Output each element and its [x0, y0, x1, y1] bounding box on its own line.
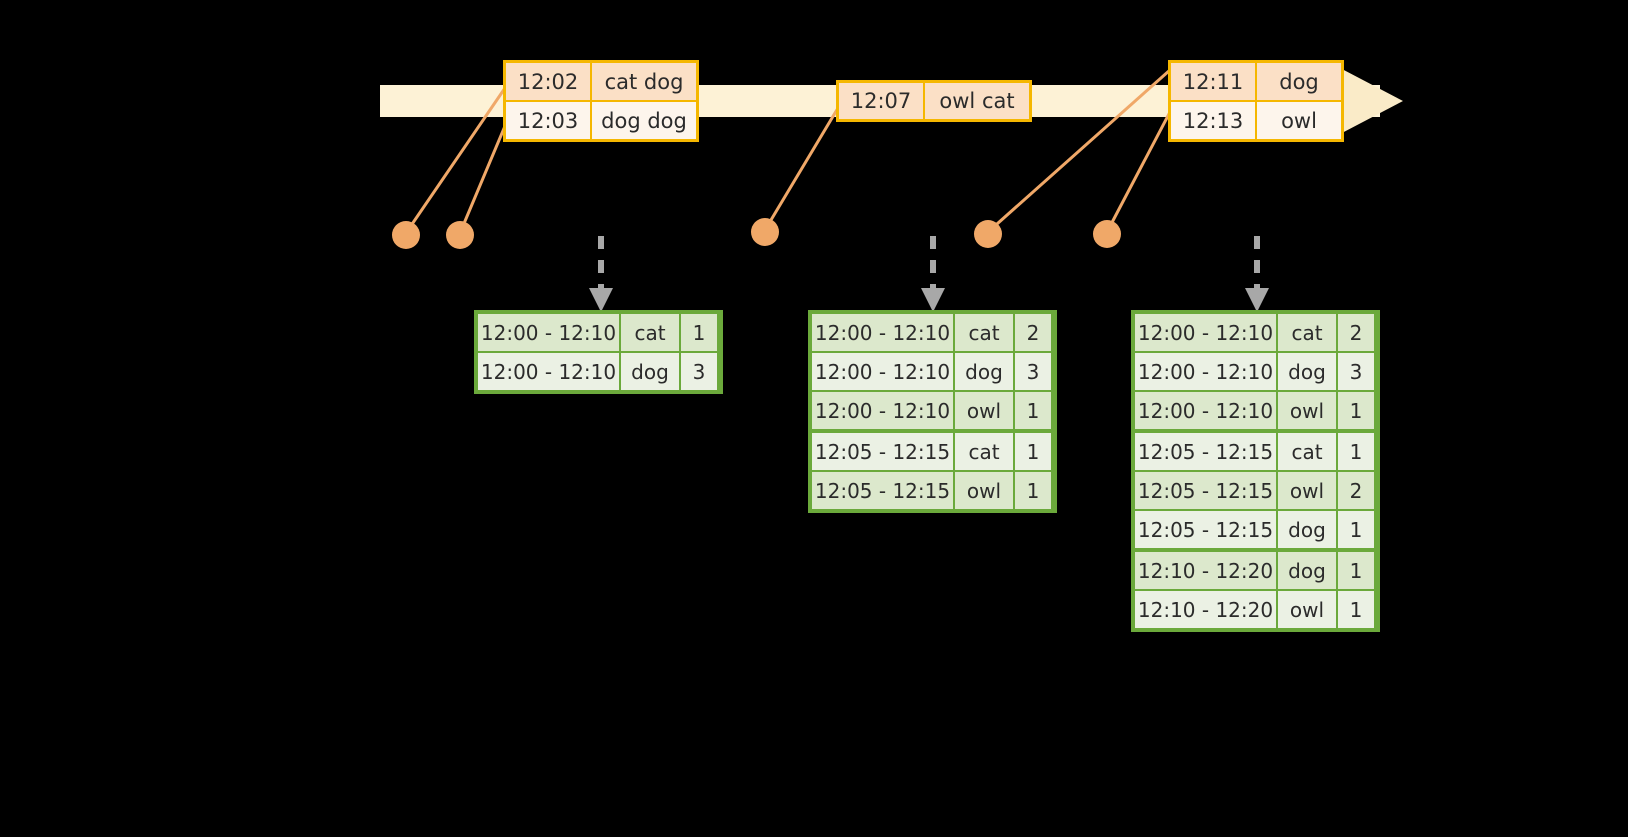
cell-window: 12:05 - 12:15 [812, 433, 955, 470]
cell-window: 12:05 - 12:15 [812, 472, 955, 509]
cell-window: 12:05 - 12:15 [1135, 433, 1278, 470]
table-row[interactable]: 12:05 - 12:15 owl 1 [812, 472, 1053, 509]
event-payload: owl [1257, 102, 1341, 139]
table-row[interactable]: 12:00 - 12:10 dog 3 [812, 353, 1053, 390]
cell-window: 12:00 - 12:10 [1135, 392, 1278, 429]
cell-count: 1 [681, 314, 717, 351]
cell-count: 2 [1338, 314, 1374, 351]
table-row[interactable]: 12:00 - 12:10 cat 2 [1135, 314, 1376, 351]
cell-key: cat [1278, 433, 1338, 470]
cell-count: 1 [1015, 392, 1051, 429]
cell-count: 3 [1338, 353, 1374, 390]
table-row[interactable]: 12:05 - 12:15 cat 1 [812, 433, 1053, 470]
table-row[interactable]: 12:05 - 12:15 cat 1 [1135, 433, 1376, 470]
cell-key: dog [1278, 552, 1338, 589]
event-row[interactable]: 12:11 dog [1171, 63, 1341, 100]
connector-dot [392, 221, 420, 249]
event-payload: dog [1257, 63, 1341, 100]
cell-key: owl [1278, 591, 1338, 628]
cell-window: 12:00 - 12:10 [478, 314, 621, 351]
event-row[interactable]: 12:02 cat dog [506, 63, 696, 100]
cell-count: 3 [681, 353, 717, 390]
cell-count: 1 [1338, 511, 1374, 548]
cell-key: cat [1278, 314, 1338, 351]
cell-window: 12:10 - 12:20 [1135, 552, 1278, 589]
cell-key: cat [621, 314, 681, 351]
event-time: 12:07 [839, 83, 925, 119]
table-row[interactable]: 12:00 - 12:10 dog 3 [478, 353, 719, 390]
event-group-1[interactable]: 12:02 cat dog 12:03 dog dog [503, 60, 699, 142]
table-row[interactable]: 12:00 - 12:10 cat 2 [812, 314, 1053, 351]
cell-window: 12:00 - 12:10 [1135, 314, 1278, 351]
event-time: 12:03 [506, 102, 592, 139]
table-row[interactable]: 12:10 - 12:20 owl 1 [1135, 591, 1376, 628]
connector-dot [1093, 220, 1121, 248]
cell-key: owl [955, 392, 1015, 429]
cell-key: owl [955, 472, 1015, 509]
table-row[interactable]: 12:05 - 12:15 dog 1 [1135, 511, 1376, 548]
cell-key: dog [955, 353, 1015, 390]
event-group-3[interactable]: 12:11 dog 12:13 owl [1168, 60, 1344, 142]
cell-window: 12:05 - 12:15 [1135, 472, 1278, 509]
table-row[interactable]: 12:00 - 12:10 dog 3 [1135, 353, 1376, 390]
cell-window: 12:00 - 12:10 [1135, 353, 1278, 390]
cell-key: cat [955, 433, 1015, 470]
cell-window: 12:10 - 12:20 [1135, 591, 1278, 628]
connector-dot [974, 220, 1002, 248]
event-time: 12:13 [1171, 102, 1257, 139]
table-row[interactable]: 12:00 - 12:10 owl 1 [1135, 392, 1376, 429]
result-table-3[interactable]: 12:00 - 12:10 cat 2 12:00 - 12:10 dog 3 … [1131, 310, 1380, 632]
event-row[interactable]: 12:03 dog dog [506, 100, 696, 139]
cell-window: 12:05 - 12:15 [1135, 511, 1278, 548]
cell-count: 2 [1338, 472, 1374, 509]
cell-window: 12:00 - 12:10 [812, 314, 955, 351]
cell-count: 1 [1338, 433, 1374, 470]
emit-arrow-heads [589, 288, 1269, 312]
cell-count: 1 [1015, 433, 1051, 470]
cell-count: 2 [1015, 314, 1051, 351]
table-row[interactable]: 12:10 - 12:20 dog 1 [1135, 552, 1376, 589]
event-row[interactable]: 12:13 owl [1171, 100, 1341, 139]
cell-key: dog [1278, 353, 1338, 390]
result-table-1[interactable]: 12:00 - 12:10 cat 1 12:00 - 12:10 dog 3 [474, 310, 723, 394]
cell-count: 1 [1338, 392, 1374, 429]
cell-count: 1 [1015, 472, 1051, 509]
event-payload: dog dog [592, 102, 696, 139]
table-row[interactable]: 12:05 - 12:15 owl 2 [1135, 472, 1376, 509]
cell-count: 3 [1015, 353, 1051, 390]
cell-key: owl [1278, 392, 1338, 429]
cell-count: 1 [1338, 591, 1374, 628]
event-row[interactable]: 12:07 owl cat [839, 83, 1029, 119]
cell-window: 12:00 - 12:10 [812, 353, 955, 390]
cell-window: 12:00 - 12:10 [478, 353, 621, 390]
table-row[interactable]: 12:00 - 12:10 owl 1 [812, 392, 1053, 429]
cell-key: dog [621, 353, 681, 390]
event-time: 12:02 [506, 63, 592, 100]
table-row[interactable]: 12:00 - 12:10 cat 1 [478, 314, 719, 351]
cell-key: cat [955, 314, 1015, 351]
cell-window: 12:00 - 12:10 [812, 392, 955, 429]
result-table-2[interactable]: 12:00 - 12:10 cat 2 12:00 - 12:10 dog 3 … [808, 310, 1057, 513]
connector-dots [392, 218, 1121, 249]
connector-dot [751, 218, 779, 246]
cell-key: dog [1278, 511, 1338, 548]
connector-dot [446, 221, 474, 249]
event-payload: owl cat [925, 83, 1029, 119]
event-group-2[interactable]: 12:07 owl cat [836, 80, 1032, 122]
cell-key: owl [1278, 472, 1338, 509]
event-time: 12:11 [1171, 63, 1257, 100]
emit-arrows [598, 236, 1260, 292]
event-payload: cat dog [592, 63, 696, 100]
cell-count: 1 [1338, 552, 1374, 589]
